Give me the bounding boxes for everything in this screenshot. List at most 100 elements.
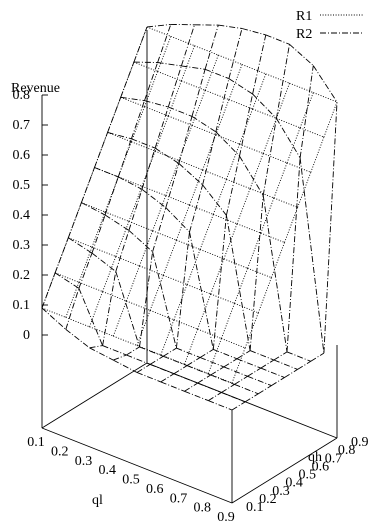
surface-r2-mesh-line [258,385,272,395]
surface-r2-mesh-line [180,24,195,67]
surface-r2-mesh-line [199,357,225,368]
surface-r2-mesh-line [113,354,127,361]
surface-r1-mesh-line [247,232,262,269]
surface-r2-mesh-line [286,351,311,362]
surface-r1-mesh-line [131,141,156,152]
y-tick-label: 0.3 [272,484,290,499]
surface-r2-mesh-line [152,207,167,252]
surface-r2-mesh-line [289,43,314,66]
surface-r1-mesh-line [228,99,253,110]
surface-r2-mesh-line [173,365,188,375]
surface-r2-mesh-line [218,24,243,29]
y-tick-label: 0.6 [312,459,330,474]
surface-r1-mesh-line [276,117,301,129]
surface-r1-mesh-line [126,300,151,311]
surface-r1-mesh-line [207,338,222,374]
x-tick-label: 0.6 [146,482,164,497]
surface-r2-mesh-line [247,367,262,377]
surface-r2-mesh-line [236,358,261,369]
surface-r2-mesh-line [297,360,312,370]
surface-r2-mesh-line [299,65,314,158]
surface-r1-mesh-line [128,220,153,232]
surface-r2-mesh-line [141,147,156,190]
surface-r1-mesh-line [165,160,180,196]
surface-r2-mesh-line [126,346,140,356]
surface-r1-mesh-line [199,249,225,260]
surface-r2-mesh-line [231,401,246,411]
surface-r1-mesh-line [175,204,190,241]
surface-r2-mesh-line [91,252,117,272]
surface-r1-mesh-line [257,277,272,313]
surface-r1-mesh-line [67,202,82,238]
surface-r1-mesh-line [186,284,211,295]
surface-r1-mesh-line [154,115,169,152]
surface-r2 [41,23,338,411]
surface-r1-mesh-line [313,92,338,103]
surface-r2-mesh-line [130,100,145,139]
surface-r2-mesh-line [168,106,193,117]
surface-r2-mesh-line [102,345,127,356]
y-tick-label: 0.5 [299,468,317,483]
z-tick-label: 0.6 [13,148,31,163]
x-tick-label: 0.1 [27,435,45,450]
x-tick-label: 0.9 [217,510,235,521]
surface-r2-mesh-line [160,373,175,383]
surface-r1-mesh-line [80,167,95,203]
surface-r1-mesh-line [249,188,275,199]
surface-r2-mesh-line [186,365,211,376]
surface-r1-mesh-line [133,61,158,72]
floor-edge-right [231,437,338,504]
surface-r1-mesh-line [107,131,132,143]
surface-r1-mesh-line [149,309,175,321]
surface-r2-mesh-line [178,116,193,164]
surface-layer [41,23,338,411]
surface-r2-mesh-line [157,24,172,63]
surface-r2-mesh-line [54,272,80,289]
surface-r2-mesh-line [310,352,325,362]
surface-r2-mesh-line [252,34,267,95]
surface-r2-mesh-line [275,44,290,119]
surface-r2-mesh-line [144,62,159,101]
surface-r2-mesh-line [175,231,190,349]
surface-r2-mesh-line [152,251,177,349]
z-tick-label: 0.5 [13,178,31,193]
surface-r1-mesh-line [286,162,311,173]
x-tick-label: 0.4 [99,463,117,478]
surface-r2-mesh-line [252,93,277,119]
surface-r2-mesh-line [102,271,117,346]
surface-r1-mesh-line [54,272,80,283]
y-tick-label: 0.4 [285,476,303,491]
surface-r2-mesh-line [323,101,338,354]
x-tick-label: 0.7 [170,491,188,506]
surface-r1-mesh-line [234,268,249,304]
surface-r1-mesh-line [157,36,172,72]
surface-r2-mesh-line [260,359,275,369]
tick-labels: 00.10.20.30.40.50.60.70.80.10.20.30.40.5… [13,88,369,521]
surface-r1-mesh-line [118,176,143,187]
surface-r1-mesh-line [163,274,188,286]
surface-r2-mesh-line [144,100,169,108]
surface-r2-mesh-line [128,189,143,231]
surface-r1-mesh-line [112,300,127,337]
x-axis-label: ql [92,493,103,508]
surface-r2-mesh-line [260,367,285,378]
surface-r1-mesh-line [284,207,299,243]
surface-r1-mesh-line [162,239,177,276]
surface-r2-mesh-line [189,231,214,350]
surface-r1-mesh-line [194,45,219,56]
surface-r1-mesh-line [236,223,261,234]
y-tick-label: 0.2 [259,492,277,507]
surface-r2-mesh-line [113,359,138,373]
surface-r2-mesh-line [173,373,198,384]
surface-r1-mesh-line [181,80,206,91]
surface-r2-mesh-line [136,372,161,383]
surface-r1-mesh-line [102,256,117,292]
surface-r2-mesh-line [284,369,298,378]
z-tick-label: 0.7 [13,118,31,133]
floor-edge-front [41,427,233,504]
surface-r1-mesh-line [141,185,166,197]
surface-r2-mesh-line [244,393,259,403]
surface-r2-mesh-line [154,106,169,149]
surface-r1-mesh-line [265,73,290,84]
surface-r1-mesh-line [189,169,204,206]
